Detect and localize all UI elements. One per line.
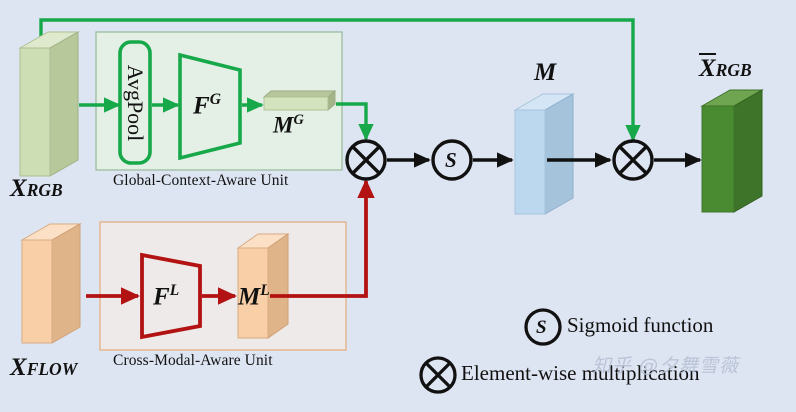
skip-connection-green-path (39, 18, 641, 142)
sigmoid-op (431, 139, 473, 181)
global-unit-caption: Global-Context-Aware Unit (113, 172, 289, 189)
mg-to-multiply-green-path (336, 102, 374, 141)
ml-label-base: M (238, 283, 261, 311)
fl-label-base: F (153, 283, 170, 311)
x-rgb-label-base: X (10, 175, 27, 202)
avgpool-label: AvgPool (123, 64, 148, 142)
legend-sigmoid-circle-icon (524, 308, 562, 346)
x-rgb-out-label-sub: RGB (715, 60, 752, 80)
avgpool-block (118, 40, 152, 165)
fg-trapezoid (178, 52, 242, 161)
mask-label: M (534, 59, 557, 86)
x-flow-label-base: X (10, 354, 27, 381)
legend-multiply-text: Element-wise multiplication (461, 361, 700, 385)
sigmoid-glyph: S (445, 148, 457, 172)
x-rgb-out-label: XRGB (699, 53, 752, 81)
legend-sigmoid-glyph: S (536, 317, 547, 338)
x-rgb-label-sub: RGB (26, 180, 63, 200)
cross-modal-aware-unit-box (99, 221, 347, 351)
ml-label-sup: L (260, 282, 270, 299)
ml-to-multiply-red-path (270, 179, 375, 298)
mg-label-sup: G (293, 112, 304, 128)
multiply-op-2 (612, 139, 654, 181)
mask-cube (513, 93, 575, 215)
fg-label-base: F (193, 92, 210, 120)
fl-label-sup: L (169, 282, 180, 299)
x-rgb-out-label-base: X (699, 53, 716, 82)
mg-label: MG (273, 113, 304, 137)
ml-cube (236, 233, 290, 339)
fl-trapezoid (140, 252, 202, 340)
x-flow-cube (20, 223, 82, 344)
legend-sigmoid-text: Sigmoid function (567, 313, 714, 337)
fg-label: FG (193, 91, 221, 120)
fg-label-sup: G (209, 91, 221, 108)
mg-bar (262, 90, 337, 111)
legend-multiply-circle-icon (419, 356, 457, 394)
cross-unit-caption: Cross-Modal-Aware Unit (113, 352, 273, 369)
multiply-op-1 (345, 139, 387, 181)
mg-label-base: M (273, 112, 294, 138)
x-rgb-out-cube (700, 89, 764, 213)
x-flow-label: XFLOW (10, 355, 77, 380)
ml-label: ML (238, 282, 270, 311)
fl-label: FL (153, 282, 180, 311)
x-rgb-cube (18, 31, 80, 177)
x-flow-label-sub: FLOW (26, 359, 78, 379)
x-rgb-label: XRGB (10, 176, 63, 201)
